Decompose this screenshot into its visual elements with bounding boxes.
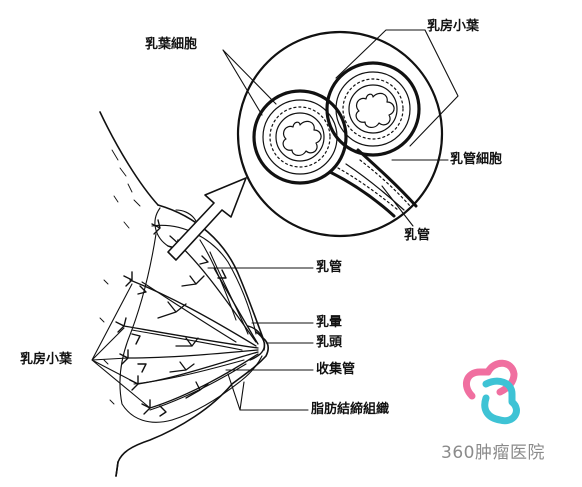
skin-texture — [99, 149, 141, 405]
zoom-inset — [236, 30, 444, 238]
leader-lines — [91, 29, 459, 411]
label-duct-inset: 乳管 — [404, 228, 431, 243]
label-alveolar-cells: 乳葉細胞 — [145, 37, 198, 52]
label-areola: 乳暈 — [316, 315, 343, 330]
hospital-logo — [462, 359, 520, 425]
left-lobule — [252, 89, 348, 185]
label-nipple: 乳頭 — [316, 335, 343, 350]
logo-teal-shape — [481, 377, 520, 425]
label-lobule-left: 乳房小葉 — [20, 352, 73, 367]
label-duct-main: 乳管 — [316, 260, 343, 275]
label-lobule-top: 乳房小葉 — [427, 19, 480, 34]
inset-duct — [328, 148, 418, 218]
label-collecting-duct: 收集管 — [316, 362, 356, 377]
magnify-arrow — [167, 177, 247, 261]
label-fat-tissue: 脂肪結締組織 — [311, 402, 390, 417]
watermark-text: 360肿瘤医院 — [441, 443, 545, 463]
nipple-areola — [247, 325, 266, 361]
right-lobule — [325, 61, 421, 157]
label-duct-cells: 乳管細胞 — [450, 152, 503, 167]
duct-branches — [123, 235, 259, 409]
body-outline — [99, 111, 269, 477]
